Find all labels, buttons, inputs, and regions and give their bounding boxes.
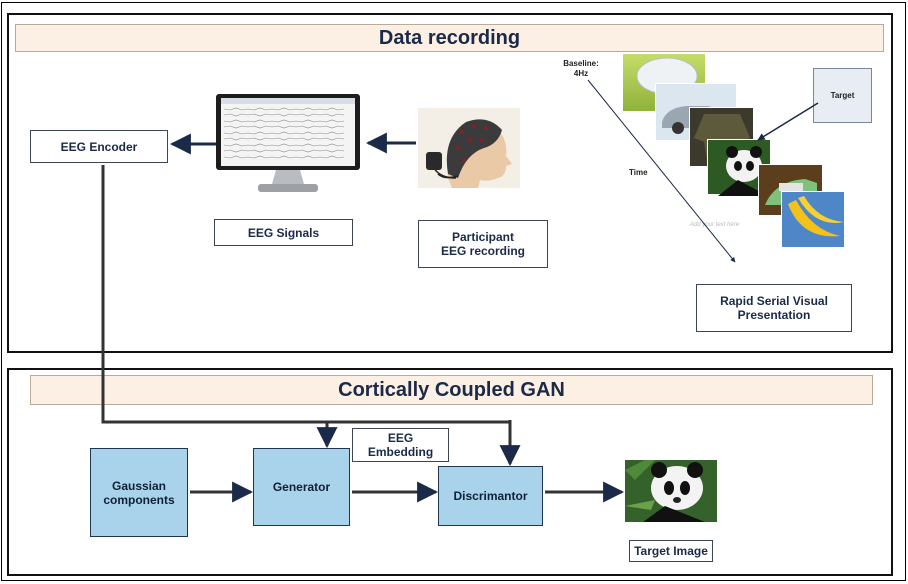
- discriminator-box: Discrimantor: [438, 466, 543, 526]
- baseline-label: Baseline: 4Hz: [556, 59, 606, 79]
- time-label: Time: [629, 168, 648, 177]
- rsvp-box: Rapid Serial Visual Presentation: [696, 284, 852, 332]
- gaussian-components-box: Gaussian components: [90, 448, 188, 537]
- embedding-label-line2: Embedding: [367, 445, 434, 459]
- participant-label-line1: Participant: [451, 230, 514, 244]
- baseline-label-line1: Baseline:: [563, 59, 599, 68]
- gan-title-text: Cortically Coupled GAN: [338, 378, 565, 401]
- participant-head-icon: [418, 108, 520, 188]
- discriminator-label: Discrimantor: [453, 489, 528, 503]
- target-label: Target: [830, 91, 855, 100]
- rsvp-label-line1: Rapid Serial Visual: [720, 294, 828, 308]
- gaussian-label-line2: components: [103, 492, 175, 507]
- target-panda-image: [625, 460, 717, 522]
- gan-title: Cortically Coupled GAN: [30, 375, 873, 405]
- monitor-icon: [214, 93, 362, 195]
- data-recording-title-text: Data recording: [378, 26, 521, 49]
- eeg-encoder-box: EEG Encoder: [30, 130, 168, 163]
- embedding-label-line1: EEG: [387, 431, 414, 445]
- participant-box: Participant EEG recording: [418, 220, 548, 268]
- gaussian-label-line1: Gaussian: [111, 478, 167, 493]
- target-image-label-box: Target Image: [629, 540, 713, 562]
- faint-caption: Add your text here: [690, 222, 740, 228]
- rsvp-label-line2: Presentation: [737, 308, 811, 322]
- eeg-signals-box: EEG Signals: [214, 219, 353, 246]
- eeg-signals-label: EEG Signals: [247, 225, 320, 240]
- eeg-encoder-label: EEG Encoder: [60, 139, 138, 154]
- target-box: Target: [813, 68, 872, 123]
- target-image-label: Target Image: [634, 544, 708, 558]
- data-recording-title: Data recording: [15, 24, 884, 52]
- participant-label-line2: EEG recording: [440, 244, 526, 258]
- banana-image: [781, 191, 845, 248]
- generator-label: Generator: [272, 480, 331, 494]
- baseline-label-line2: 4Hz: [573, 69, 589, 78]
- eeg-embedding-box: EEG Embedding: [352, 428, 449, 462]
- generator-box: Generator: [253, 448, 350, 526]
